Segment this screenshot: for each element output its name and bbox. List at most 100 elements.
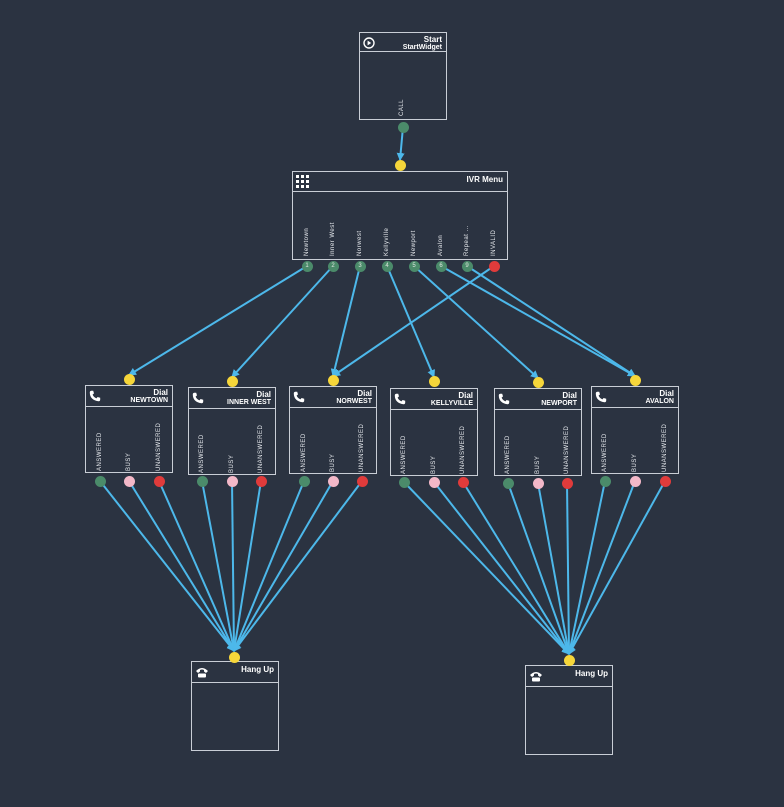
edge-dial-to-hangup[interactable] xyxy=(201,480,237,652)
dial-busy-port[interactable] xyxy=(226,475,238,487)
hangup-input-port[interactable] xyxy=(228,651,240,663)
dial-port-label: ANSWERED xyxy=(97,432,103,471)
edge-dial-to-hangup[interactable] xyxy=(564,482,573,655)
dial-busy-port[interactable] xyxy=(327,475,339,487)
dial-port-label: BUSY xyxy=(330,453,336,472)
edge-dial-to-hangup[interactable] xyxy=(537,482,572,655)
dial-input-port[interactable] xyxy=(532,376,544,388)
ivr-option-label: Avalon xyxy=(438,234,444,256)
edge-dial-to-hangup[interactable] xyxy=(128,480,235,652)
dial-widget-name: NEWPORT xyxy=(541,400,577,407)
ivr-option-port[interactable]: 9 xyxy=(461,260,473,272)
dial-unanswered-port[interactable] xyxy=(561,477,573,489)
dial-busy-port[interactable] xyxy=(629,475,641,487)
dial-widget-name: NORWEST xyxy=(336,398,372,405)
dial-widget-header: Dial AVALON xyxy=(592,387,678,408)
dial-unanswered-port[interactable] xyxy=(153,475,165,487)
edge-dial-to-hangup[interactable] xyxy=(233,480,334,652)
dial-unanswered-port[interactable] xyxy=(255,475,267,487)
dial-widget-newtown[interactable]: Dial NEWTOWN xyxy=(85,385,173,473)
start-widget-type: Start xyxy=(423,35,442,44)
dial-port-label: BUSY xyxy=(431,455,437,474)
dial-input-port[interactable] xyxy=(327,374,339,386)
edge-ivr-option-7[interactable] xyxy=(466,265,636,377)
dial-answered-port[interactable] xyxy=(196,475,208,487)
edge-dial-to-hangup[interactable] xyxy=(507,482,571,655)
edge-dial-to-hangup[interactable] xyxy=(229,480,238,652)
edge-dial-to-hangup[interactable] xyxy=(158,480,235,652)
ivr-option-label: Inner West xyxy=(330,222,336,256)
edge-ivr-option-1[interactable] xyxy=(128,265,308,376)
edge-dial-to-hangup[interactable] xyxy=(233,480,363,652)
ivr-option-port[interactable]: 2 xyxy=(327,260,339,272)
dial-unanswered-port[interactable] xyxy=(457,476,469,488)
ivr-menu-widget[interactable]: IVR Menu xyxy=(292,171,508,260)
ivr-option-port[interactable]: 4 xyxy=(381,260,393,272)
edge-ivr-option-2[interactable] xyxy=(231,265,334,378)
ivr-option-port[interactable]: 3 xyxy=(354,260,366,272)
hangup-widget-2[interactable]: Hang Up xyxy=(525,665,613,755)
dial-port-label: UNANSWERED xyxy=(156,422,162,471)
ivr-option-port[interactable]: 6 xyxy=(435,260,447,272)
dial-answered-port[interactable] xyxy=(502,477,514,489)
dial-answered-port[interactable] xyxy=(94,475,106,487)
dial-widget-inner-west[interactable]: Dial INNER WEST xyxy=(188,387,276,475)
dial-widget-name: NEWTOWN xyxy=(130,397,168,404)
edge-dial-to-hangup[interactable] xyxy=(566,480,606,655)
dial-widget-norwest[interactable]: Dial NORWEST xyxy=(289,386,377,474)
dial-busy-port[interactable] xyxy=(123,475,135,487)
ivr-option-label: Newport xyxy=(411,230,417,256)
dial-widget-type: Dial xyxy=(458,391,473,400)
ivr-menu-header: IVR Menu xyxy=(293,172,507,192)
ivr-option-port[interactable]: 5 xyxy=(408,260,420,272)
edge-dial-to-hangup[interactable] xyxy=(567,480,636,655)
dial-widget-header: Dial KELLYVILLE xyxy=(391,389,477,410)
play-circle-icon xyxy=(363,36,375,54)
dial-port-label: ANSWERED xyxy=(505,435,511,474)
dial-input-port[interactable] xyxy=(123,373,135,385)
dial-port-label: ANSWERED xyxy=(199,434,205,473)
dial-answered-port[interactable] xyxy=(298,475,310,487)
phone-hangup-icon xyxy=(195,665,209,683)
dial-input-port[interactable] xyxy=(629,374,641,386)
dial-widget-kellyville[interactable]: Dial KELLYVILLE xyxy=(390,388,478,476)
edge-dial-to-hangup[interactable] xyxy=(403,481,570,655)
edge-ivr-option-8[interactable] xyxy=(332,265,495,377)
ivr-option-label: Newtown xyxy=(304,227,310,256)
edge-dial-to-hangup[interactable] xyxy=(568,480,666,655)
ivr-invalid-port[interactable] xyxy=(488,260,500,272)
dial-unanswered-port[interactable] xyxy=(659,475,671,487)
dial-widget-newport[interactable]: Dial NEWPORT xyxy=(494,388,582,476)
dial-unanswered-port[interactable] xyxy=(356,475,368,487)
edge-dial-to-hangup[interactable] xyxy=(433,481,570,655)
dial-input-port[interactable] xyxy=(226,375,238,387)
dial-busy-port[interactable] xyxy=(428,476,440,488)
dial-widget-avalon[interactable]: Dial AVALON xyxy=(591,386,679,474)
phone-icon xyxy=(89,389,101,407)
edge-ivr-option-5[interactable] xyxy=(413,265,539,379)
edge-dial-to-hangup[interactable] xyxy=(231,480,262,652)
dial-answered-port[interactable] xyxy=(398,476,410,488)
ivr-option-port[interactable]: 1 xyxy=(301,260,313,272)
dial-port-label: ANSWERED xyxy=(401,435,407,474)
edge-ivr-option-4[interactable] xyxy=(386,265,435,378)
dial-input-port[interactable] xyxy=(428,375,440,387)
edge-ivr-option-6[interactable] xyxy=(440,265,636,377)
hangup-input-port[interactable] xyxy=(563,654,575,666)
start-call-port[interactable] xyxy=(397,121,409,133)
edge-ivr-option-3[interactable] xyxy=(330,265,361,377)
phone-icon xyxy=(498,392,510,410)
hangup-widget-1[interactable]: Hang Up xyxy=(191,661,279,751)
edge-dial-to-hangup[interactable] xyxy=(462,481,570,655)
edge-dial-to-hangup[interactable] xyxy=(99,480,235,652)
dial-widget-header: Dial NORWEST xyxy=(290,387,376,408)
phone-icon xyxy=(293,390,305,408)
dial-busy-port[interactable] xyxy=(532,477,544,489)
dial-widget-name: KELLYVILLE xyxy=(430,400,473,407)
start-widget[interactable]: Start StartWidget xyxy=(359,32,447,120)
ivr-input-port[interactable] xyxy=(394,159,406,171)
edge-dial-to-hangup[interactable] xyxy=(232,480,305,652)
edge-start-to-ivr[interactable] xyxy=(396,126,405,161)
dial-port-label: UNANSWERED xyxy=(564,425,570,474)
dial-answered-port[interactable] xyxy=(599,475,611,487)
